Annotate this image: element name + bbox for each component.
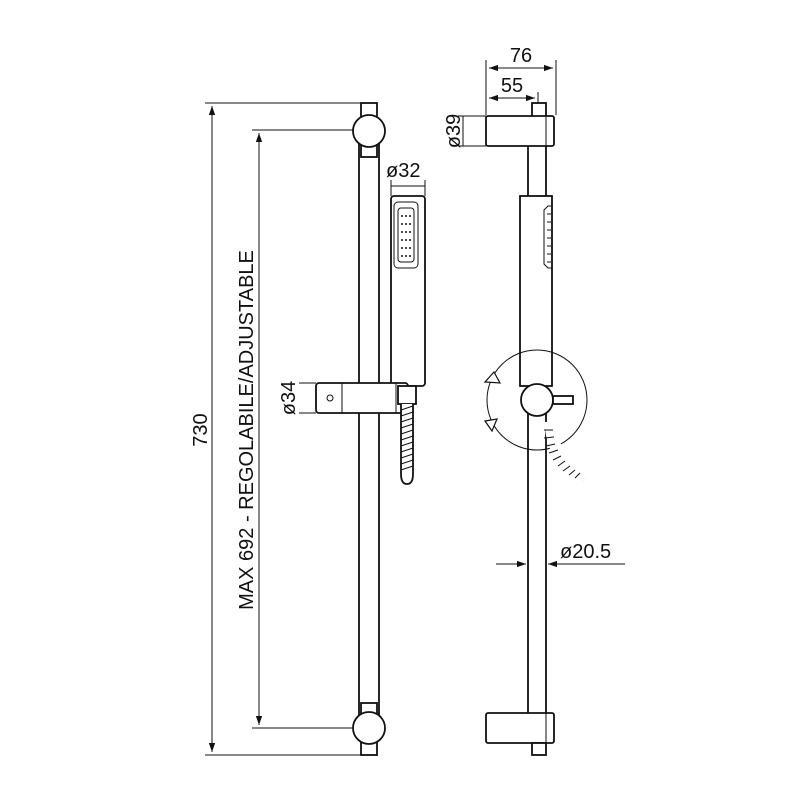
side-bottom-bracket <box>485 712 555 756</box>
side-slider-knob <box>520 383 574 417</box>
bracket-diameter-label: ø39 <box>443 114 465 148</box>
rail-diameter-label: ø20.5 <box>560 541 611 563</box>
adjustable-length-label: MAX 692 - REGOLABILE/ADJUSTABLE <box>236 250 258 610</box>
slider-diameter-label: ø34 <box>278 381 300 415</box>
front-slider: ø34 <box>278 381 409 415</box>
total-height-dimension: 730 <box>190 102 368 756</box>
rail-diameter-dimension: ø20.5 <box>496 541 625 568</box>
side-hose <box>543 421 585 483</box>
spray-nozzles <box>401 215 411 257</box>
total-height-label: 730 <box>190 413 212 446</box>
front-hose <box>397 385 417 485</box>
front-hand-shower: ø32 <box>386 160 426 387</box>
rotate-up-arrow-icon <box>483 370 502 384</box>
bracket-diameter-dimension: ø39 <box>443 114 486 148</box>
adjustable-length-dimension: MAX 692 - REGOLABILE/ADJUSTABLE <box>236 129 353 729</box>
front-bottom-bracket <box>352 702 386 756</box>
side-top-bracket <box>485 102 555 147</box>
rotation-indicator <box>483 349 588 451</box>
handshower-diameter-label: ø32 <box>386 160 420 182</box>
front-top-bracket <box>352 102 386 158</box>
bracket-depth-inner-dimension: 55 <box>489 75 539 103</box>
bracket-depth-inner-label: 55 <box>501 75 523 97</box>
front-rail <box>358 129 380 731</box>
bracket-depth-total-dimension: 76 <box>485 45 557 115</box>
bracket-depth-total-label: 76 <box>510 45 532 67</box>
rotate-down-arrow-icon <box>483 418 498 433</box>
side-hand-shower <box>519 195 553 387</box>
side-view: 76 55 ø39 <box>443 45 625 756</box>
front-view: 730 MAX 692 - REGOLABILE/ADJUSTABLE <box>190 102 426 756</box>
